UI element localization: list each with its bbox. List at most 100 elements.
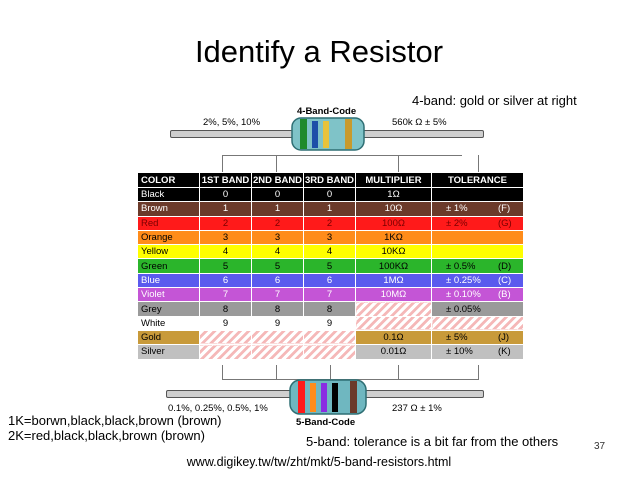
cell-color-name: Silver	[137, 344, 200, 360]
cell-band1	[199, 329, 252, 346]
bottom-left-label: 0.1%, 0.25%, 0.5%, 1%	[168, 403, 268, 414]
bottom-code-label: 5-Band-Code	[296, 417, 356, 428]
header-color: COLOR	[137, 172, 200, 188]
cell-band2: 9	[251, 315, 304, 331]
top-left-label: 2%, 5%, 10%	[203, 117, 261, 128]
cell-multiplier: 10MΩ	[355, 287, 432, 303]
bottom-band-4	[332, 383, 338, 412]
bottom-connector-v4	[398, 365, 399, 379]
cell-color-name: Violet	[137, 287, 200, 303]
top-connector-v4	[478, 155, 479, 172]
cell-band1: 6	[199, 272, 252, 289]
cell-tolerance: ± 0.05%	[431, 301, 524, 317]
top-connector-v3	[398, 155, 399, 172]
bottom-connector-v2	[276, 365, 277, 379]
cell-band2: 8	[251, 301, 304, 317]
cell-band1: 2	[199, 215, 252, 231]
cell-multiplier: 100Ω	[355, 215, 432, 231]
header-band1: 1ST BAND	[199, 172, 252, 188]
tolerance-code: (K)	[498, 346, 511, 358]
tolerance-value: ± 0.5%	[446, 260, 476, 272]
tolerance-value: ± 1%	[446, 203, 468, 215]
cell-multiplier: 1Ω	[355, 186, 432, 203]
cell-multiplier: 1KΩ	[355, 229, 432, 246]
cell-band3: 7	[303, 287, 356, 303]
cell-band1: 4	[199, 244, 252, 260]
cell-color-name: Black	[137, 186, 200, 203]
tolerance-code: (D)	[498, 260, 512, 272]
header-tolerance: TOLERANCE	[431, 172, 524, 188]
cell-tolerance	[431, 186, 524, 203]
cell-band1: 0	[199, 186, 252, 203]
cell-band2: 1	[251, 201, 304, 217]
bottom-connector-v3	[330, 365, 331, 379]
cell-band2: 3	[251, 229, 304, 246]
cell-color-name: Green	[137, 258, 200, 274]
cell-band2: 5	[251, 258, 304, 274]
cell-band3: 9	[303, 315, 356, 331]
cell-band3: 2	[303, 215, 356, 231]
bottom-band-2	[310, 383, 316, 412]
cell-band3	[303, 344, 356, 360]
bottom-left-lead	[166, 390, 292, 398]
cell-multiplier: 100KΩ	[355, 258, 432, 274]
note-4band: 4-band: gold or silver at right	[412, 93, 577, 108]
table-row: Gold 0.1Ω± 5%(J)	[137, 329, 524, 346]
cell-band3: 3	[303, 229, 356, 246]
source-url: www.digikey.tw/tw/zht/mkt/5-band-resisto…	[186, 455, 452, 469]
cell-band1: 3	[199, 229, 252, 246]
cell-band1	[199, 344, 252, 360]
cell-band3: 0	[303, 186, 356, 203]
table-header-row: COLOR 1ST BAND 2ND BAND 3RD BAND MULTIPL…	[137, 172, 524, 188]
cell-tolerance	[431, 244, 524, 260]
tolerance-value: ± 2%	[446, 217, 468, 229]
cell-band2: 2	[251, 215, 304, 231]
cell-tolerance: ± 0.10%(B)	[431, 287, 524, 303]
cell-color-name: White	[137, 315, 200, 331]
cell-band1: 1	[199, 201, 252, 217]
cell-color-name: Orange	[137, 229, 200, 246]
cell-color-name: Brown	[137, 201, 200, 217]
top-connector-v1	[222, 155, 223, 172]
tolerance-code: (F)	[498, 203, 511, 215]
cell-band2: 4	[251, 244, 304, 260]
cell-band3: 8	[303, 301, 356, 317]
cell-color-name: Gold	[137, 329, 200, 346]
top-band-4	[345, 119, 352, 149]
cell-tolerance	[431, 229, 524, 246]
cell-band3: 4	[303, 244, 356, 260]
cell-multiplier: 0.01Ω	[355, 344, 432, 360]
tolerance-code: (G)	[498, 217, 512, 229]
bottom-right-label: 237 Ω ± 1%	[392, 403, 442, 414]
cell-band2: 0	[251, 186, 304, 203]
cell-multiplier: 0.1Ω	[355, 329, 432, 346]
top-right-lead	[362, 130, 484, 138]
cell-band1: 5	[199, 258, 252, 274]
cell-multiplier: 10KΩ	[355, 244, 432, 260]
cell-band1: 9	[199, 315, 252, 331]
top-right-label: 560k Ω ± 5%	[392, 117, 447, 128]
cell-multiplier	[355, 315, 432, 331]
cell-tolerance: ± 5%(J)	[431, 329, 524, 346]
cell-multiplier: 1MΩ	[355, 272, 432, 289]
tolerance-code: (C)	[498, 274, 512, 286]
top-band-2	[312, 121, 318, 148]
header-band3: 3RD BAND	[303, 172, 356, 188]
cell-band3: 1	[303, 201, 356, 217]
example-line-2: 2K=red,black,black,brown (brown)	[8, 428, 205, 443]
color-code-table: COLOR 1ST BAND 2ND BAND 3RD BAND MULTIPL…	[137, 172, 524, 360]
cell-band3	[303, 329, 356, 346]
cell-band3: 5	[303, 258, 356, 274]
cell-multiplier	[355, 301, 432, 317]
bottom-band-1	[298, 381, 305, 413]
tolerance-value: ± 10%	[446, 346, 473, 358]
top-code-label: 4-Band-Code	[297, 106, 357, 117]
top-band-3	[323, 121, 329, 148]
